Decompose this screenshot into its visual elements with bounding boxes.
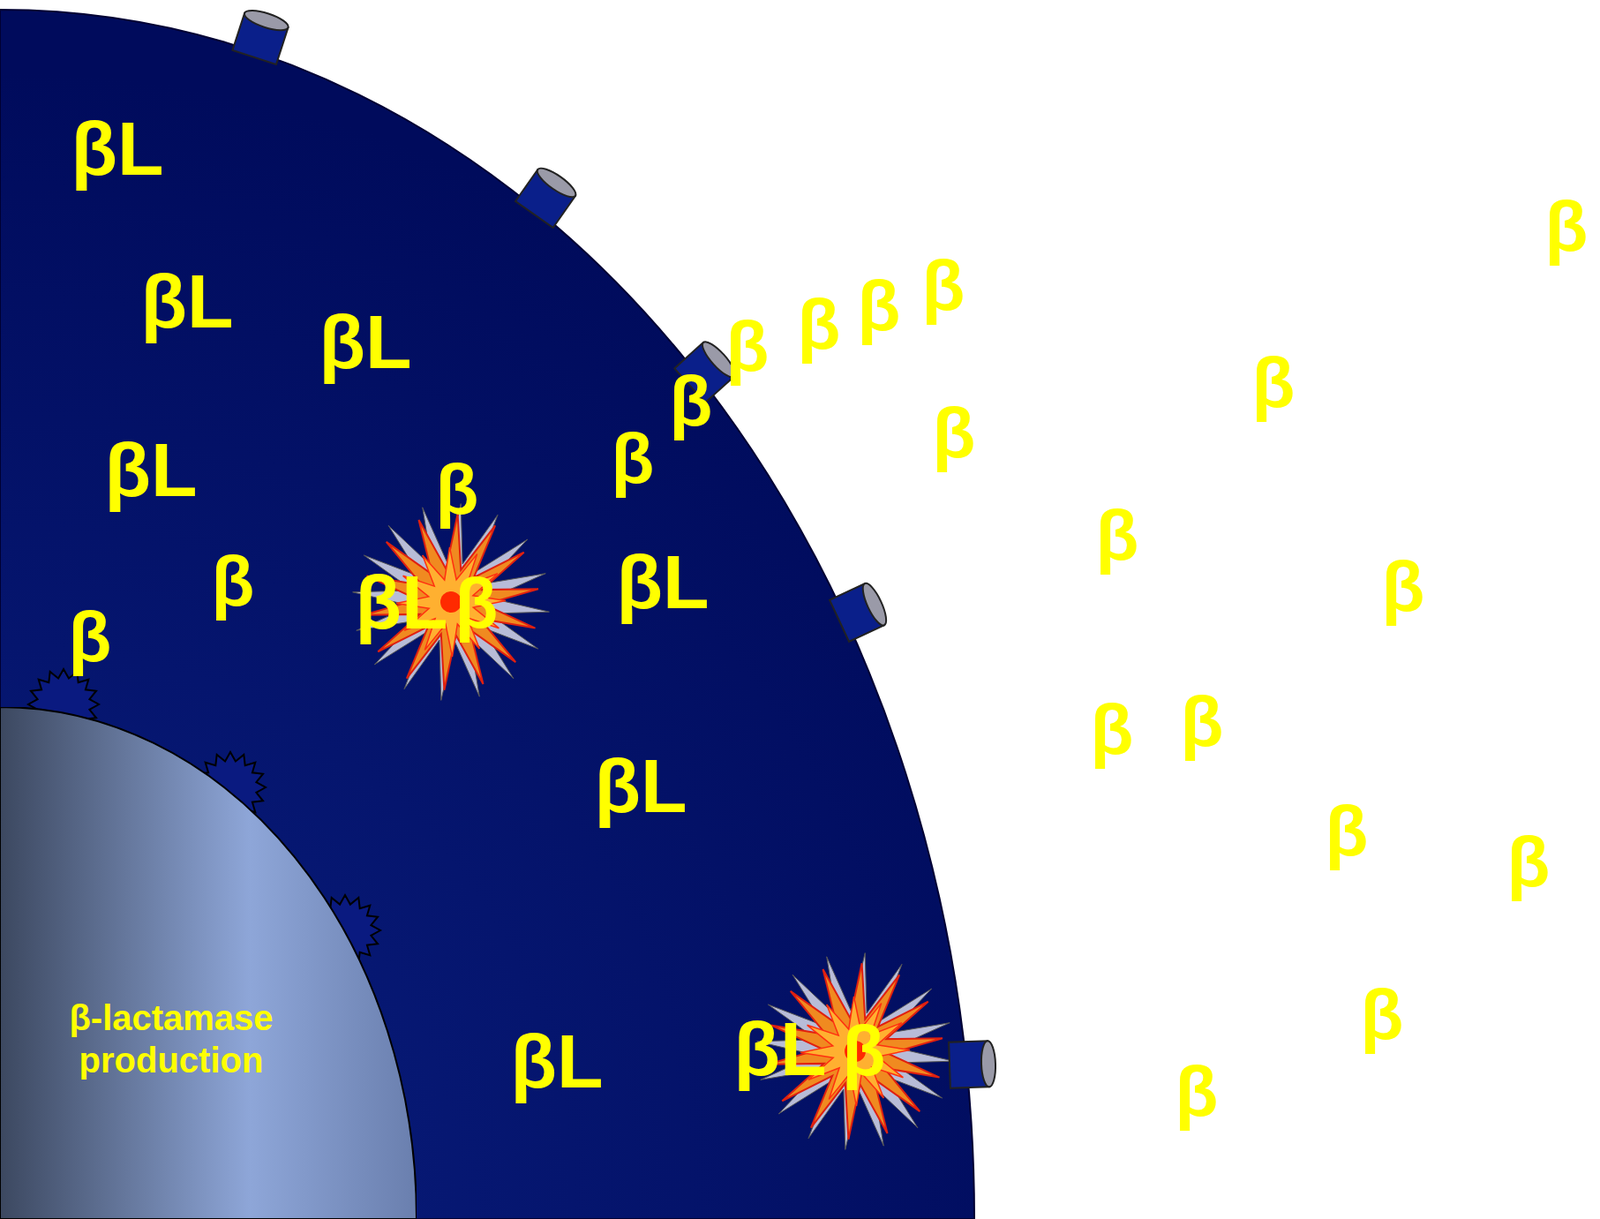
cytoplasm: β-lactamase production	[0, 706, 417, 1219]
enzyme-label: βL	[510, 1022, 603, 1099]
antibiotic-label: β	[611, 423, 655, 495]
enzyme-label: βL	[318, 303, 412, 380]
antibiotic-label: β	[1507, 826, 1551, 898]
antibiotic-label: β	[726, 311, 770, 383]
antibiotic-label: β	[1545, 191, 1589, 263]
burst-outer	[353, 503, 550, 701]
enzyme-label: βL	[733, 1010, 827, 1087]
antibiotic-label: β	[1096, 500, 1140, 571]
antibiotic-label: β	[669, 366, 714, 437]
antibiotic-label: β	[1360, 979, 1405, 1051]
antibiotic-label: β	[435, 454, 480, 526]
antibiotic-label: β	[857, 270, 902, 342]
antibiotic-label: β	[922, 250, 966, 322]
antibiotic-label: β	[1175, 1056, 1219, 1127]
antibiotic-label: β	[932, 398, 977, 469]
antibiotic-label: β	[455, 568, 499, 639]
antibiotic-label: β	[211, 546, 256, 617]
antibiotic-label: β	[1180, 686, 1225, 758]
antibiotic-label: β	[1325, 796, 1369, 867]
porin-channel	[515, 164, 579, 228]
enzyme-label: βL	[104, 431, 197, 508]
region-label: β-lactamase production	[30, 996, 313, 1082]
hydrolysis-burst	[353, 503, 550, 701]
cytoplasm-shape	[0, 706, 417, 1219]
enzyme-label: βL	[70, 110, 164, 187]
periplasm	[0, 9, 975, 1219]
enzyme-label: βL	[354, 563, 448, 640]
antibiotic-label: β	[1090, 694, 1135, 766]
antibiotic-label: β	[797, 289, 842, 361]
antibiotic-label: β	[1252, 347, 1296, 419]
antibiotic-label: β	[68, 601, 113, 673]
porin-channel	[232, 6, 291, 65]
antibiotic-label: β	[842, 1015, 887, 1087]
antibiotic-label: β	[1382, 551, 1426, 623]
enzyme-label: βL	[593, 747, 687, 824]
enzyme-label: βL	[615, 543, 709, 620]
enzyme-label: βL	[140, 262, 233, 339]
porin-channel	[948, 1040, 997, 1089]
porin-channel	[829, 580, 891, 642]
